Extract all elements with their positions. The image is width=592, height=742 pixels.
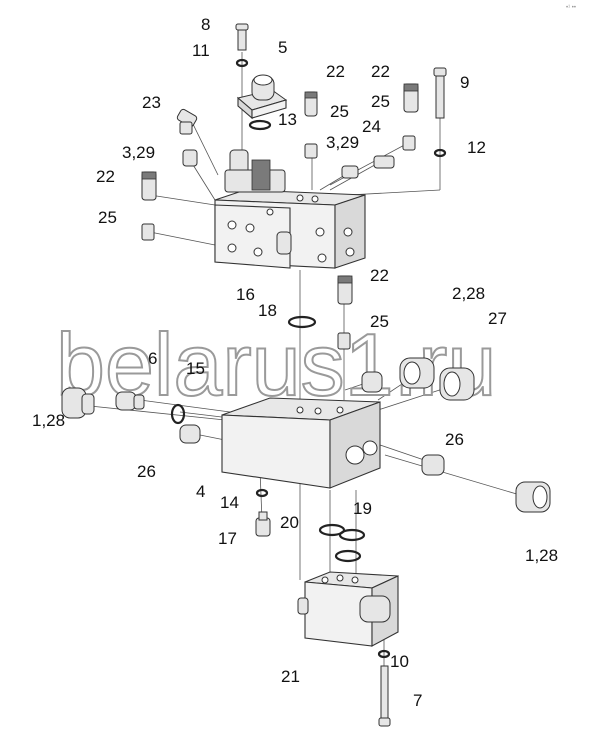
elbow-23 bbox=[176, 108, 198, 135]
o-ring-20a bbox=[318, 523, 346, 537]
callout-3-29: 3,29 bbox=[122, 143, 155, 162]
callout-24: 24 bbox=[362, 117, 381, 136]
fitting-26-right bbox=[421, 454, 445, 476]
fitting-near-top bbox=[361, 371, 383, 393]
callout-3-29: 3,29 bbox=[326, 133, 359, 152]
callout-16: 16 bbox=[236, 285, 255, 304]
washer-10 bbox=[377, 649, 391, 659]
plug-17 bbox=[255, 511, 271, 537]
callout-25: 25 bbox=[370, 312, 389, 331]
callout-7: 7 bbox=[413, 691, 422, 710]
callout-17: 17 bbox=[218, 529, 237, 548]
callout-25: 25 bbox=[98, 208, 117, 227]
bolt-9 bbox=[433, 67, 447, 119]
callout-2-28: 2,28 bbox=[452, 284, 485, 303]
fitting-1-28-left bbox=[61, 387, 95, 419]
fitting-1-28-right bbox=[515, 481, 551, 513]
o-ring-13 bbox=[248, 119, 272, 131]
callout-1-28: 1,28 bbox=[525, 546, 558, 565]
bolt-8 bbox=[235, 23, 249, 51]
callout-6: 6 bbox=[148, 349, 157, 368]
callout-14: 14 bbox=[220, 493, 239, 512]
callout-25: 25 bbox=[371, 92, 390, 111]
fitting-3-29-right bbox=[341, 165, 359, 179]
callout-5: 5 bbox=[278, 38, 287, 57]
lower-block-21 bbox=[297, 571, 399, 647]
fitting-3-29-left bbox=[182, 149, 198, 167]
callout-20: 20 bbox=[280, 513, 299, 532]
callout-1-28: 1,28 bbox=[32, 411, 65, 430]
sensor-22-left bbox=[141, 171, 157, 201]
washer-14 bbox=[255, 488, 269, 498]
flange-5 bbox=[236, 74, 288, 120]
callout-21: 21 bbox=[281, 667, 300, 686]
adapter-25-right bbox=[402, 135, 416, 151]
o-ring-18 bbox=[287, 315, 317, 329]
bolt-7 bbox=[378, 665, 391, 727]
callout-13: 13 bbox=[278, 110, 297, 129]
callout-10: 10 bbox=[390, 652, 409, 671]
o-ring-15 bbox=[170, 403, 186, 425]
o-ring-19 bbox=[338, 528, 366, 542]
sensor-22-upper-left bbox=[304, 91, 318, 117]
callout-22: 22 bbox=[96, 167, 115, 186]
callout-22: 22 bbox=[370, 266, 389, 285]
callout-26: 26 bbox=[137, 462, 156, 481]
callout-26: 26 bbox=[445, 430, 464, 449]
sensor-22-upper-right bbox=[403, 83, 419, 113]
callout-19: 19 bbox=[353, 499, 372, 518]
callout-9: 9 bbox=[460, 73, 469, 92]
callout-25: 25 bbox=[330, 102, 349, 121]
callout-18: 18 bbox=[258, 301, 277, 320]
callout-22: 22 bbox=[371, 62, 390, 81]
callout-27: 27 bbox=[488, 309, 507, 328]
adapter-25-middle bbox=[337, 332, 351, 350]
callout-4: 4 bbox=[196, 482, 205, 501]
fitting-6 bbox=[115, 391, 145, 411]
cartridge-valve bbox=[224, 149, 286, 193]
callout-22: 22 bbox=[326, 62, 345, 81]
fitting-27 bbox=[439, 367, 475, 401]
main-block-4 bbox=[221, 397, 381, 489]
washer-12 bbox=[433, 148, 447, 158]
callout-23: 23 bbox=[142, 93, 161, 112]
adapter-25-left bbox=[141, 223, 155, 241]
adapter-25-upper bbox=[304, 143, 318, 159]
callout-12: 12 bbox=[467, 138, 486, 157]
washer-11 bbox=[235, 58, 249, 68]
callout-11: 11 bbox=[192, 41, 210, 60]
callout-labels: 8 11 5 22 22 9 23 25 25 13 3,29 24 12 3,… bbox=[32, 15, 558, 710]
o-ring-20b bbox=[334, 549, 362, 563]
callout-8: 8 bbox=[201, 15, 210, 34]
fitting-24 bbox=[373, 155, 395, 169]
valve-block-16 bbox=[214, 189, 366, 269]
sensor-22-middle bbox=[337, 275, 353, 305]
fitting-2-28 bbox=[399, 357, 435, 389]
corner-mark: •¹ •• bbox=[566, 5, 576, 11]
fitting-26-left bbox=[179, 424, 201, 444]
callout-15: 15 bbox=[186, 359, 205, 378]
